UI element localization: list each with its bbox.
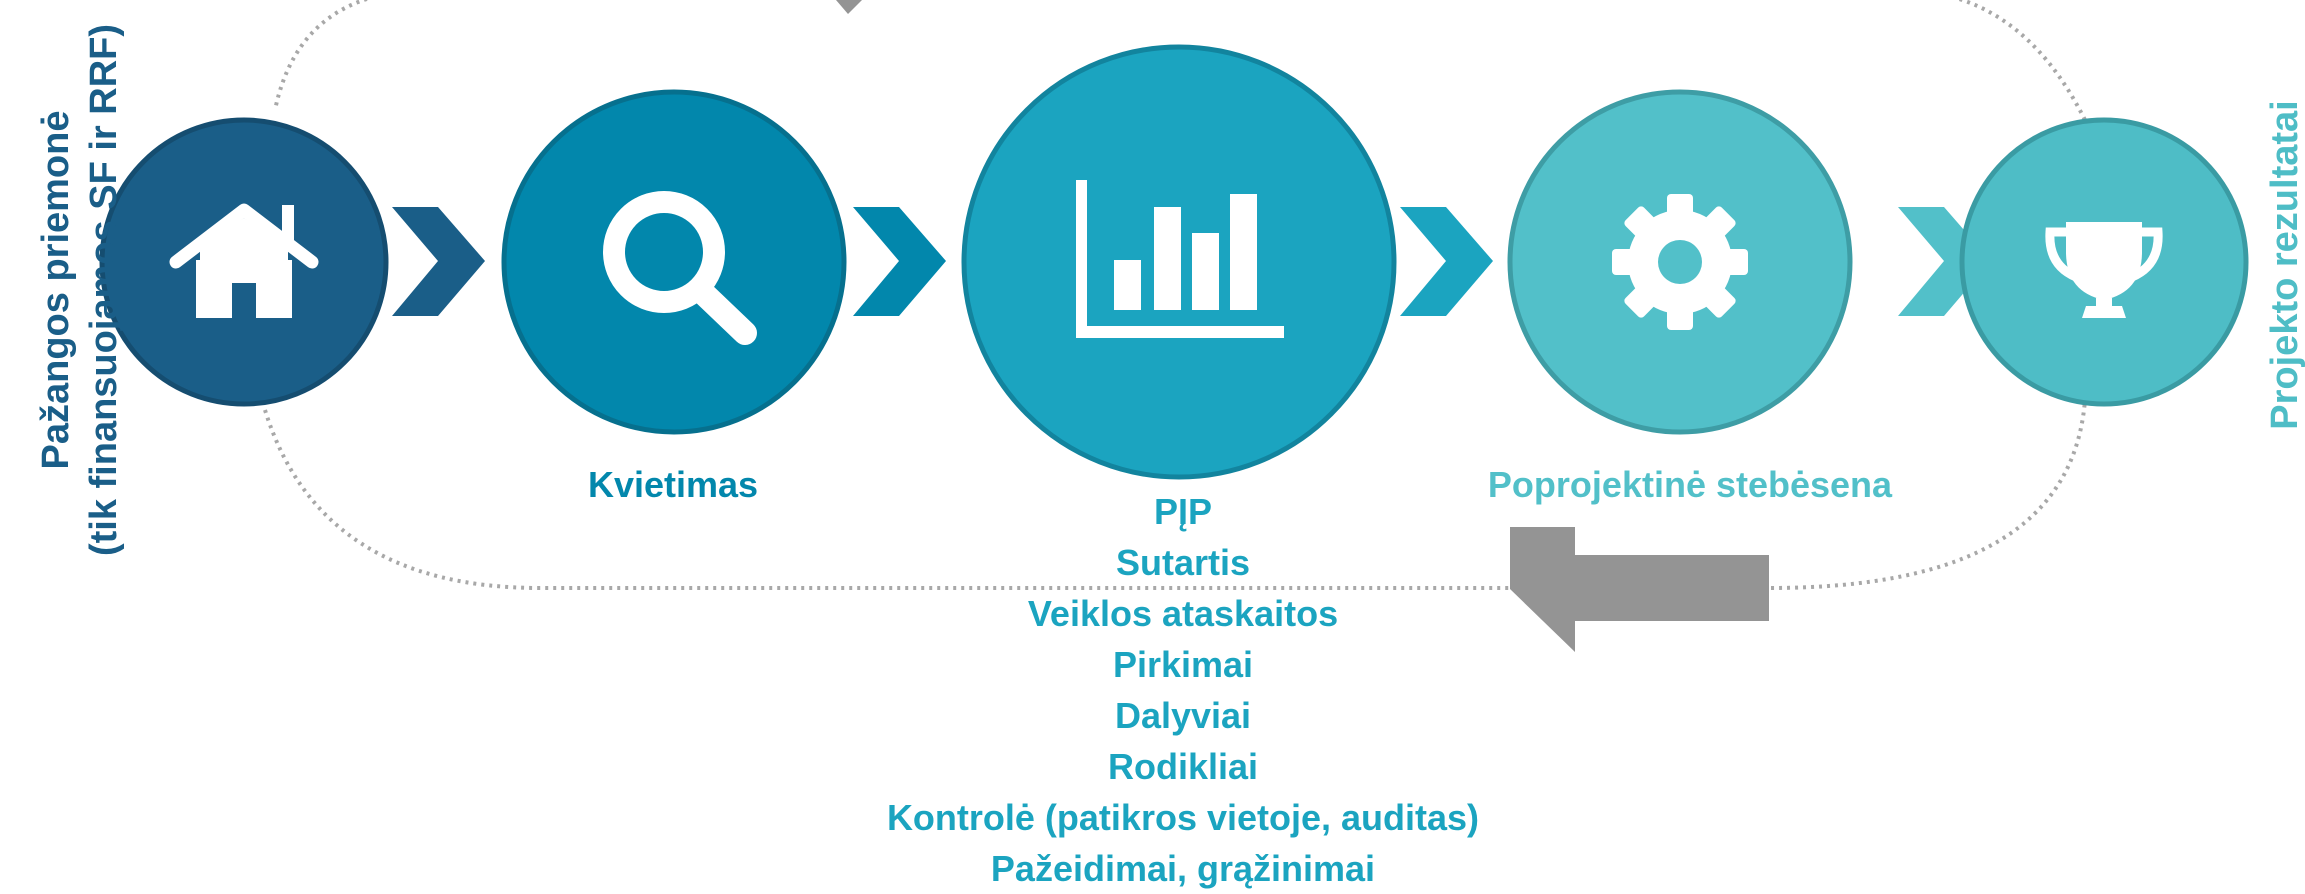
left-label-line1: Pažangos priemonė [35,110,77,470]
gear-icon [1612,194,1748,330]
list-item: Veiklos ataskaitos [1027,593,1339,634]
list-item: Kontrolė (patikros vietoje, auditas) [886,797,1480,838]
list-item: Pažeidimai, grąžinimai [990,848,1376,889]
stage-label-poprojektine: Poprojektinė stebėsena [1487,464,1893,505]
list-item: Pirkimai [1112,644,1254,685]
dotted-loop [263,0,2087,590]
search-icon [603,191,757,345]
left-label-line2: (tik finansuojamos SF ir RRF) [83,23,125,557]
stage-search [501,89,847,435]
left-label: Pažangos priemonė (tik finansuojamos SF … [32,0,130,580]
trophy-icon [2045,222,2163,318]
list-item: Rodikliai [1107,746,1259,787]
stage-gear [1507,89,1853,435]
stage-label-kvietimas: Kvietimas [587,464,759,505]
implementation-list: PĮP Sutartis Veiklos ataskaitos Pirkimai… [783,486,1583,894]
home-icon [169,203,319,318]
list-item: Dalyviai [1114,695,1252,736]
chevron-right-icon [392,207,485,316]
chevron-right-icon [853,207,946,316]
chevron-right-icon [1898,207,1991,316]
stage-trophy [1959,117,2249,407]
list-item: Sutartis [1115,542,1251,583]
return-arrow [1510,527,1769,652]
right-label: Projekto rezultatai [2264,100,2305,430]
stage-bar-chart [961,44,1397,480]
chevron-right-icon [1400,207,1493,316]
top-arrow-fragment [836,0,862,14]
list-item: PĮP [1153,491,1213,532]
bar-chart-icon [1076,180,1284,338]
stage-home [99,117,389,407]
